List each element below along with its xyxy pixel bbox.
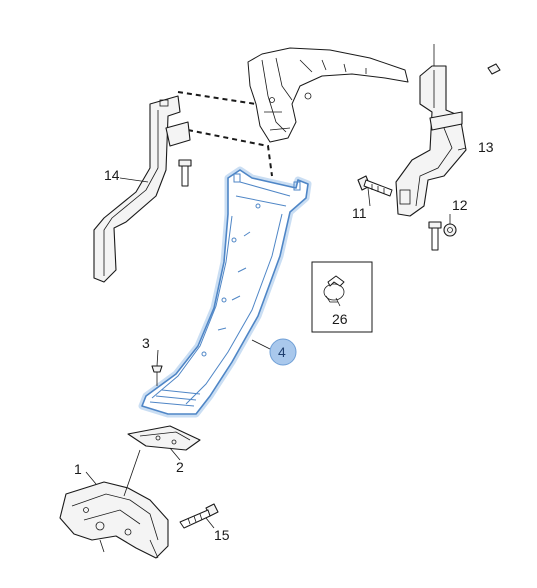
alignment-dashed-lines xyxy=(177,91,273,177)
part-4-highlighted-strut xyxy=(138,166,312,418)
inset-box-part-26 xyxy=(311,261,373,333)
callout-12: 12 xyxy=(452,197,468,213)
part-13-right-bracket xyxy=(395,44,501,251)
part-12-nut xyxy=(443,223,457,237)
part-11-bolt xyxy=(357,175,393,197)
leader-lines xyxy=(85,147,467,529)
callout-3: 3 xyxy=(142,335,150,351)
part-3-screw xyxy=(151,365,163,386)
callout-11: 11 xyxy=(352,205,367,221)
upper-arch-fragment xyxy=(247,47,409,143)
callout-4: 4 xyxy=(278,344,286,360)
callout-14: 14 xyxy=(104,167,120,183)
callout-15: 15 xyxy=(214,527,230,543)
callout-13: 13 xyxy=(478,139,494,155)
callout-4-badge xyxy=(269,338,297,366)
callout-2: 2 xyxy=(176,459,184,475)
callout-1: 1 xyxy=(74,461,82,477)
part-1-bottom-mount xyxy=(59,481,169,559)
callout-26: 26 xyxy=(332,311,348,327)
part-14-left-bracket xyxy=(93,95,192,283)
callout-labels: 14 13 11 12 26 3 4 2 1 15 xyxy=(74,139,494,543)
part-2-plate xyxy=(127,425,201,451)
part-15-bolt xyxy=(179,503,219,529)
